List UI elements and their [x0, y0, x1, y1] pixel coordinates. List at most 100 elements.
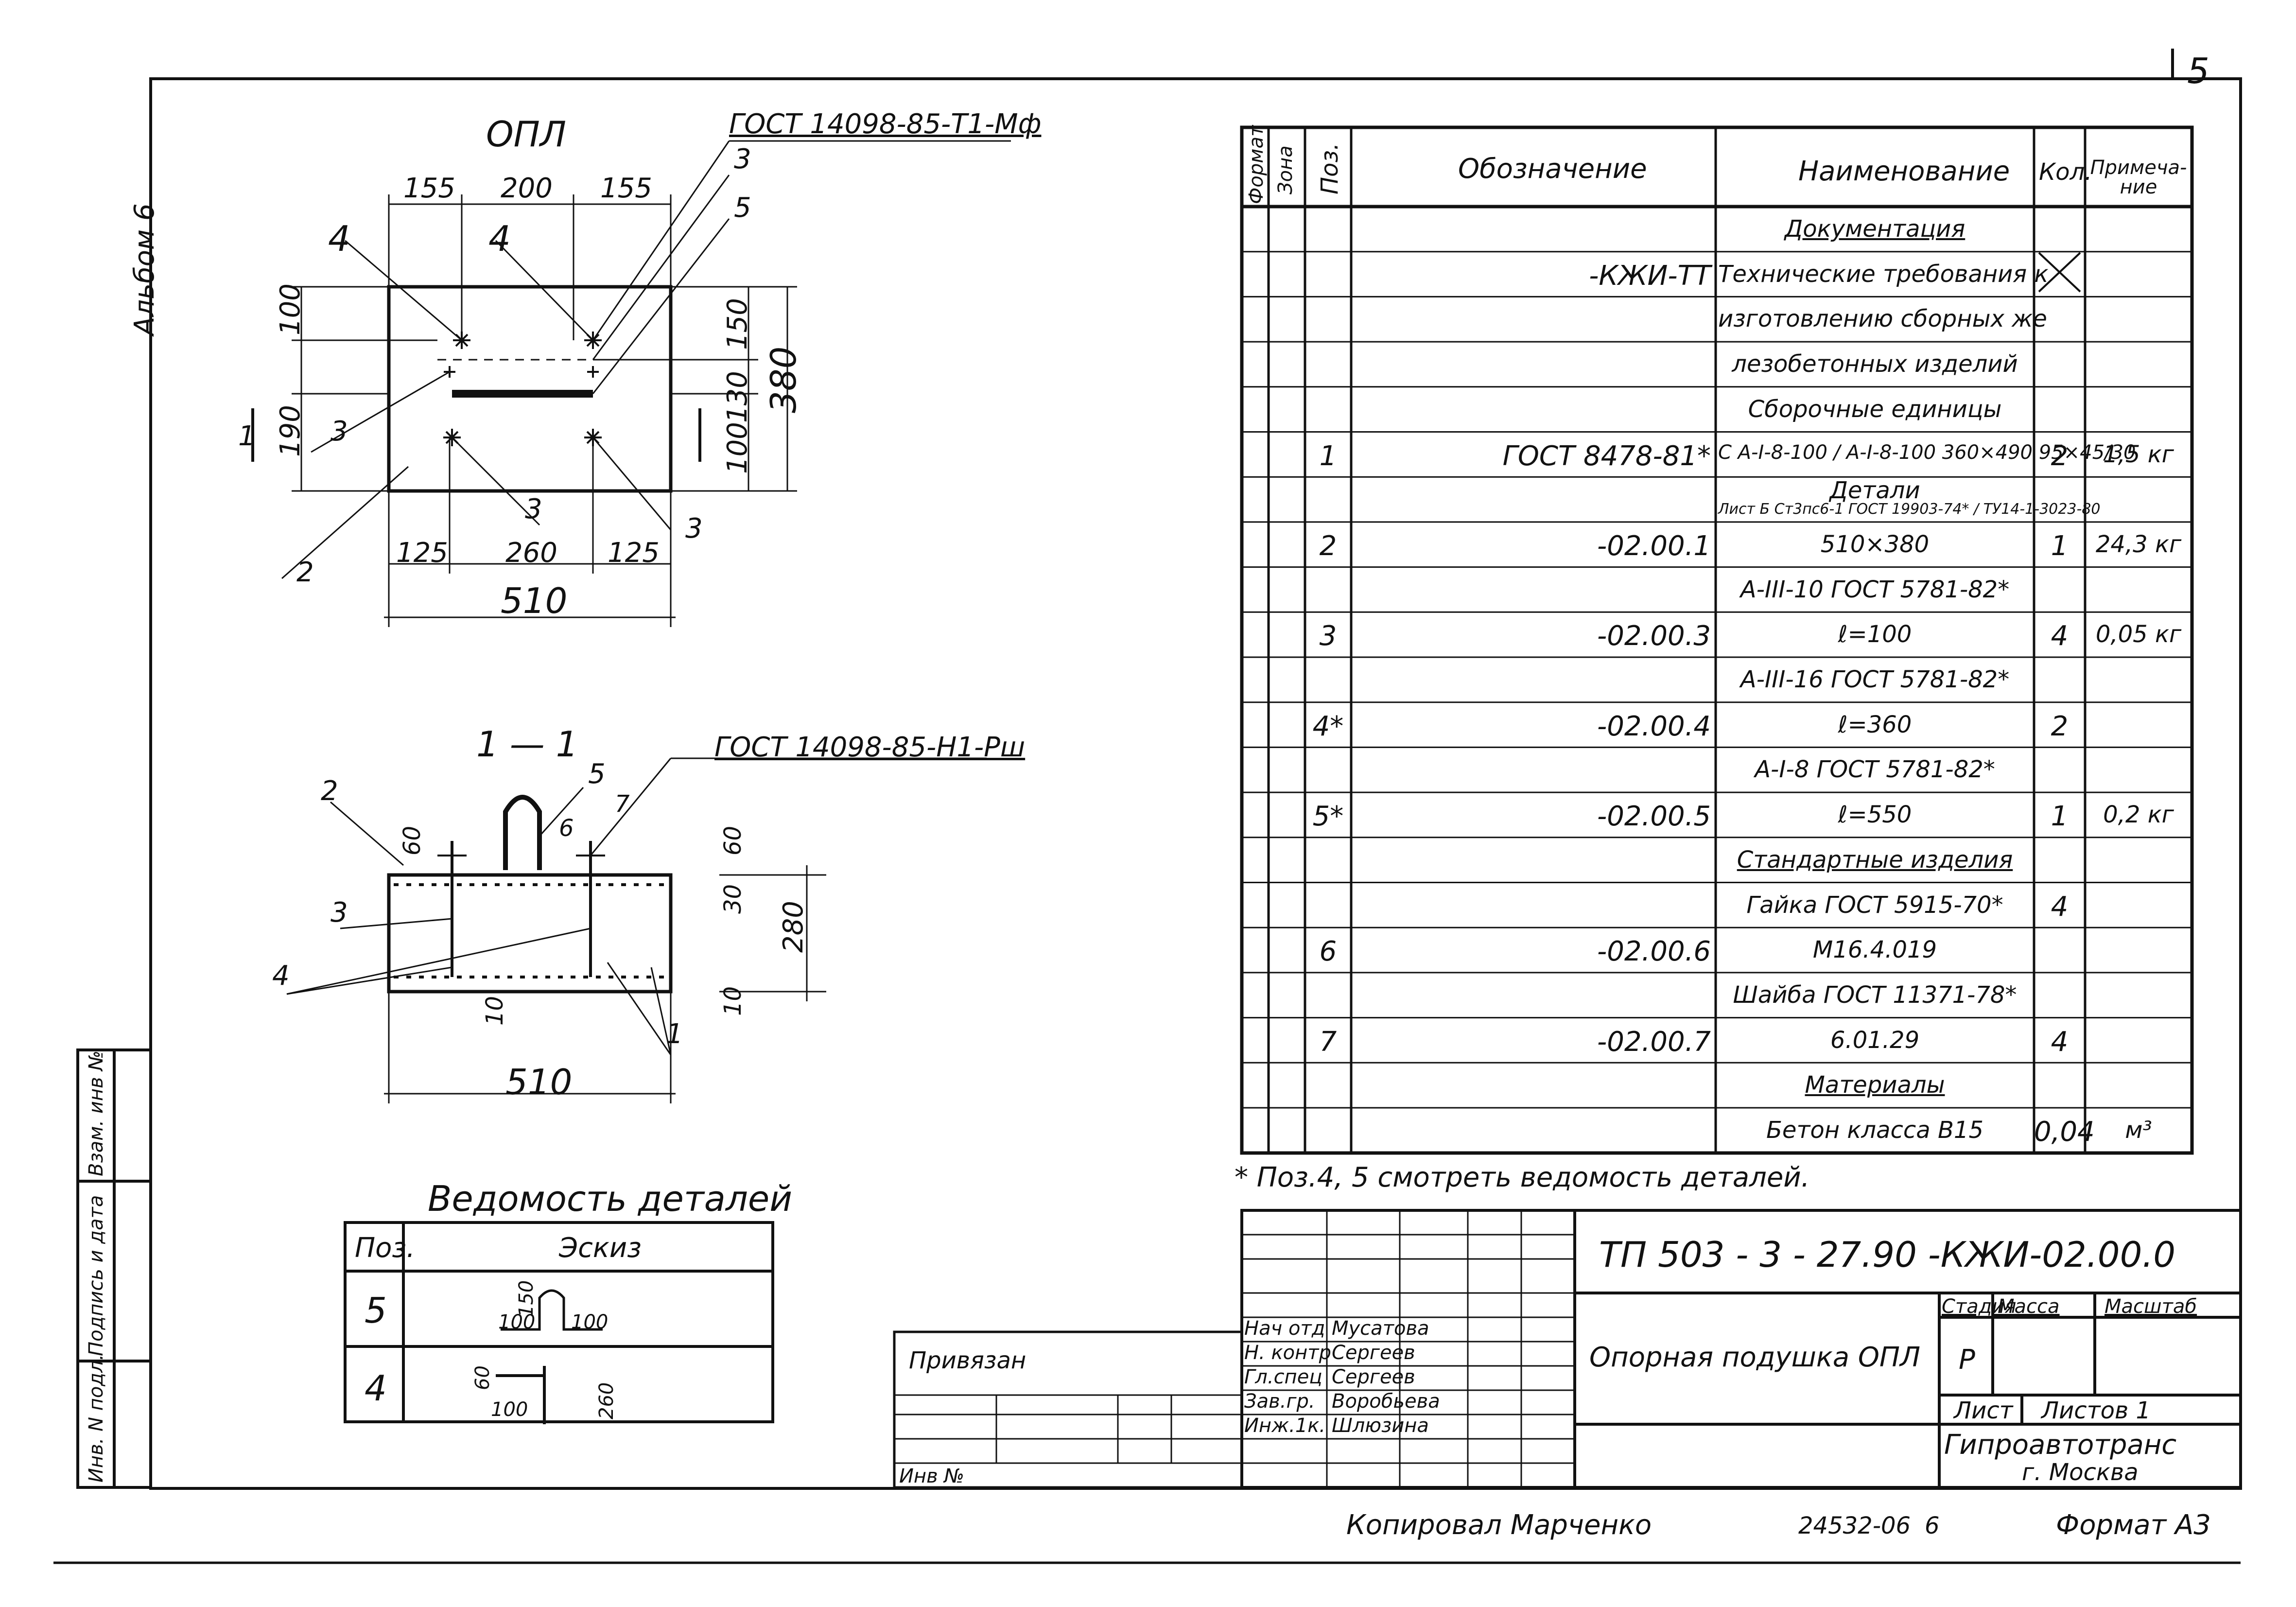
plan-callout-2: 2 [296, 557, 314, 588]
section-dim-280: 280 [778, 901, 809, 953]
spec-row-designation: -02.00.1 [1597, 530, 1711, 562]
plan-overall-height: 380 [763, 346, 804, 413]
spec-row-name: Гайка ГОСТ 5915-70* [1746, 891, 2003, 919]
spec-footnote: * Поз.4, 5 смотреть ведомость деталей. [1235, 1162, 1810, 1193]
spec-row-pos: 6 [1319, 936, 1337, 968]
spec-row-designation: -02.00.3 [1597, 620, 1711, 652]
side-label-3: Инв. N подл. [85, 1354, 107, 1483]
spec-header-pos: Поз. [1316, 142, 1343, 194]
stamp-org-line2: г. Москва [2022, 1459, 2139, 1486]
spec-row-name: Сборочные единицы [1748, 395, 2002, 423]
plan-dim-right-1: 150 [722, 298, 753, 350]
section-dim-60a: 60 [399, 825, 426, 856]
plan-overall-width: 510 [501, 580, 568, 621]
signer-role-5: Инж.1к. [1244, 1415, 1326, 1437]
section-view [286, 757, 987, 1103]
plan-view [251, 140, 1011, 627]
spec-header-format: Формат [1245, 125, 1268, 204]
spec-row-subname: Лист Б Ст3пс6-1 ГОСТ 19903-74* / ТУ14-1-… [1718, 501, 2101, 518]
spec-row-name: изготовлению сборных же [1718, 305, 2047, 333]
section-callout-2: 2 [321, 775, 338, 807]
side-label-1: Взам. инв № [85, 1050, 107, 1176]
section-callout-5: 5 [588, 758, 606, 790]
spec-row-note: 1,5 кг [2103, 440, 2174, 468]
stamp-org-line1: Гипроавтотранс [1944, 1429, 2177, 1461]
stamp-scale-label: Масштаб [2105, 1295, 2197, 1318]
spec-row-note: 24,3 кг [2095, 530, 2182, 558]
section-callout-1: 1 [666, 1018, 683, 1050]
spec-row-qty: 4 [2051, 891, 2069, 923]
plan-callout-3a: 3 [734, 143, 751, 175]
signer-role-4: Зав.гр. [1244, 1390, 1315, 1413]
details-header-sketch: Эскиз [559, 1232, 642, 1264]
plan-callout-3b: 3 [330, 416, 348, 447]
plan-title: ОПЛ [486, 114, 566, 155]
details-row-pos-4: 4 [365, 1368, 387, 1409]
section-dim-30: 30 [719, 884, 747, 914]
details-sketch4-dim-60: 60 [471, 1365, 494, 1390]
details-title: Ведомость деталей [428, 1178, 792, 1219]
spec-header-name: Наименование [1798, 156, 2010, 187]
section-dim-10b: 10 [719, 986, 747, 1016]
stamp-code: ТП 503 - 3 - 27.90 -КЖИ-02.00.0 [1599, 1234, 2176, 1275]
signer-name-5: Шлюзина [1332, 1415, 1429, 1437]
details-header-pos: Поз. [355, 1232, 415, 1264]
spec-row-name: А-I-8 ГОСТ 5781-82* [1755, 756, 1995, 784]
spec-table [1240, 125, 2194, 1155]
signer-role-1: Нач отд [1244, 1317, 1325, 1340]
spec-row-pos: 3 [1319, 620, 1337, 652]
spec-row-name: 510×380 [1820, 530, 1930, 558]
spec-row-qty: 1 [2051, 801, 2069, 833]
details-sketch4-dim-100: 100 [491, 1398, 528, 1421]
spec-row-pos: 2 [1319, 530, 1337, 562]
spec-row-designation: -02.00.4 [1597, 710, 1711, 742]
spec-row-name: лезобетонных изделий [1732, 350, 2018, 378]
stamp-sheets-label: Листов 1 [2041, 1397, 2151, 1424]
section-dim-10a: 10 [481, 996, 508, 1026]
plan-section-mark: 1 [238, 420, 256, 452]
privyazan-label: Привязан [909, 1347, 1026, 1374]
spec-row-note: 0,2 кг [2103, 801, 2174, 829]
spec-row-name: ℓ=550 [1838, 801, 1912, 829]
signer-name-1: Мусатова [1332, 1317, 1429, 1340]
plan-dim-right-2: 130 [722, 371, 753, 423]
plan-callout-4b: 4 [488, 218, 511, 259]
section-callout-7: 7 [615, 790, 630, 818]
section-title: 1 — 1 [476, 724, 578, 765]
spec-row-name: М16.4.019 [1812, 936, 1937, 964]
side-label-2: Подпись и дата [85, 1195, 107, 1356]
spec-row-name: Бетон класса В15 [1766, 1117, 1983, 1144]
plan-dim-left-2: 190 [275, 405, 306, 457]
details-sketch4-dim-260: 260 [595, 1382, 618, 1419]
plan-dim-top-2: 200 [501, 173, 553, 204]
plan-callout-3d: 3 [685, 513, 703, 544]
spec-header-zone: Зона [1274, 145, 1297, 194]
section-dim-60b: 60 [719, 825, 747, 856]
spec-row-designation: -02.00.5 [1597, 801, 1711, 833]
spec-row-designation: -КЖИ-ТТ [1589, 260, 1711, 292]
order-number: 24532-06 [1798, 1512, 1911, 1539]
details-table [344, 1221, 774, 1424]
spec-row-name: А-III-16 ГОСТ 5781-82* [1740, 666, 2010, 693]
spec-row-designation: -02.00.6 [1597, 936, 1711, 968]
plan-callout-5: 5 [734, 192, 751, 224]
spec-row-note: 0,05 кг [2095, 621, 2182, 648]
signer-name-3: Сергеев [1332, 1366, 1415, 1388]
spec-row-name: А-III-10 ГОСТ 5781-82* [1740, 576, 2010, 603]
spec-row-name: Документация [1784, 215, 1966, 243]
spec-row-name: Материалы [1805, 1071, 1945, 1099]
spec-row-name: Шайба ГОСТ 11371-78* [1733, 981, 2017, 1009]
spec-row-pos: 4* [1312, 710, 1344, 742]
spec-row-qty: 1 [2051, 530, 2069, 562]
spec-row-note: м³ [2125, 1117, 2152, 1144]
signer-name-4: Воробьева [1332, 1390, 1440, 1413]
plan-dim-bottom-1: 125 [396, 537, 448, 569]
plan-dim-bottom-3: 125 [608, 537, 660, 569]
spec-row-pos: 7 [1319, 1026, 1337, 1058]
album-label: Альбом 6 [129, 203, 160, 335]
section-overall-width: 510 [505, 1062, 573, 1102]
details-row-pos-5: 5 [365, 1290, 387, 1331]
stamp-stage-label: Стадия [1942, 1295, 2017, 1318]
details-sketch5-dim-100b: 100 [571, 1311, 609, 1333]
